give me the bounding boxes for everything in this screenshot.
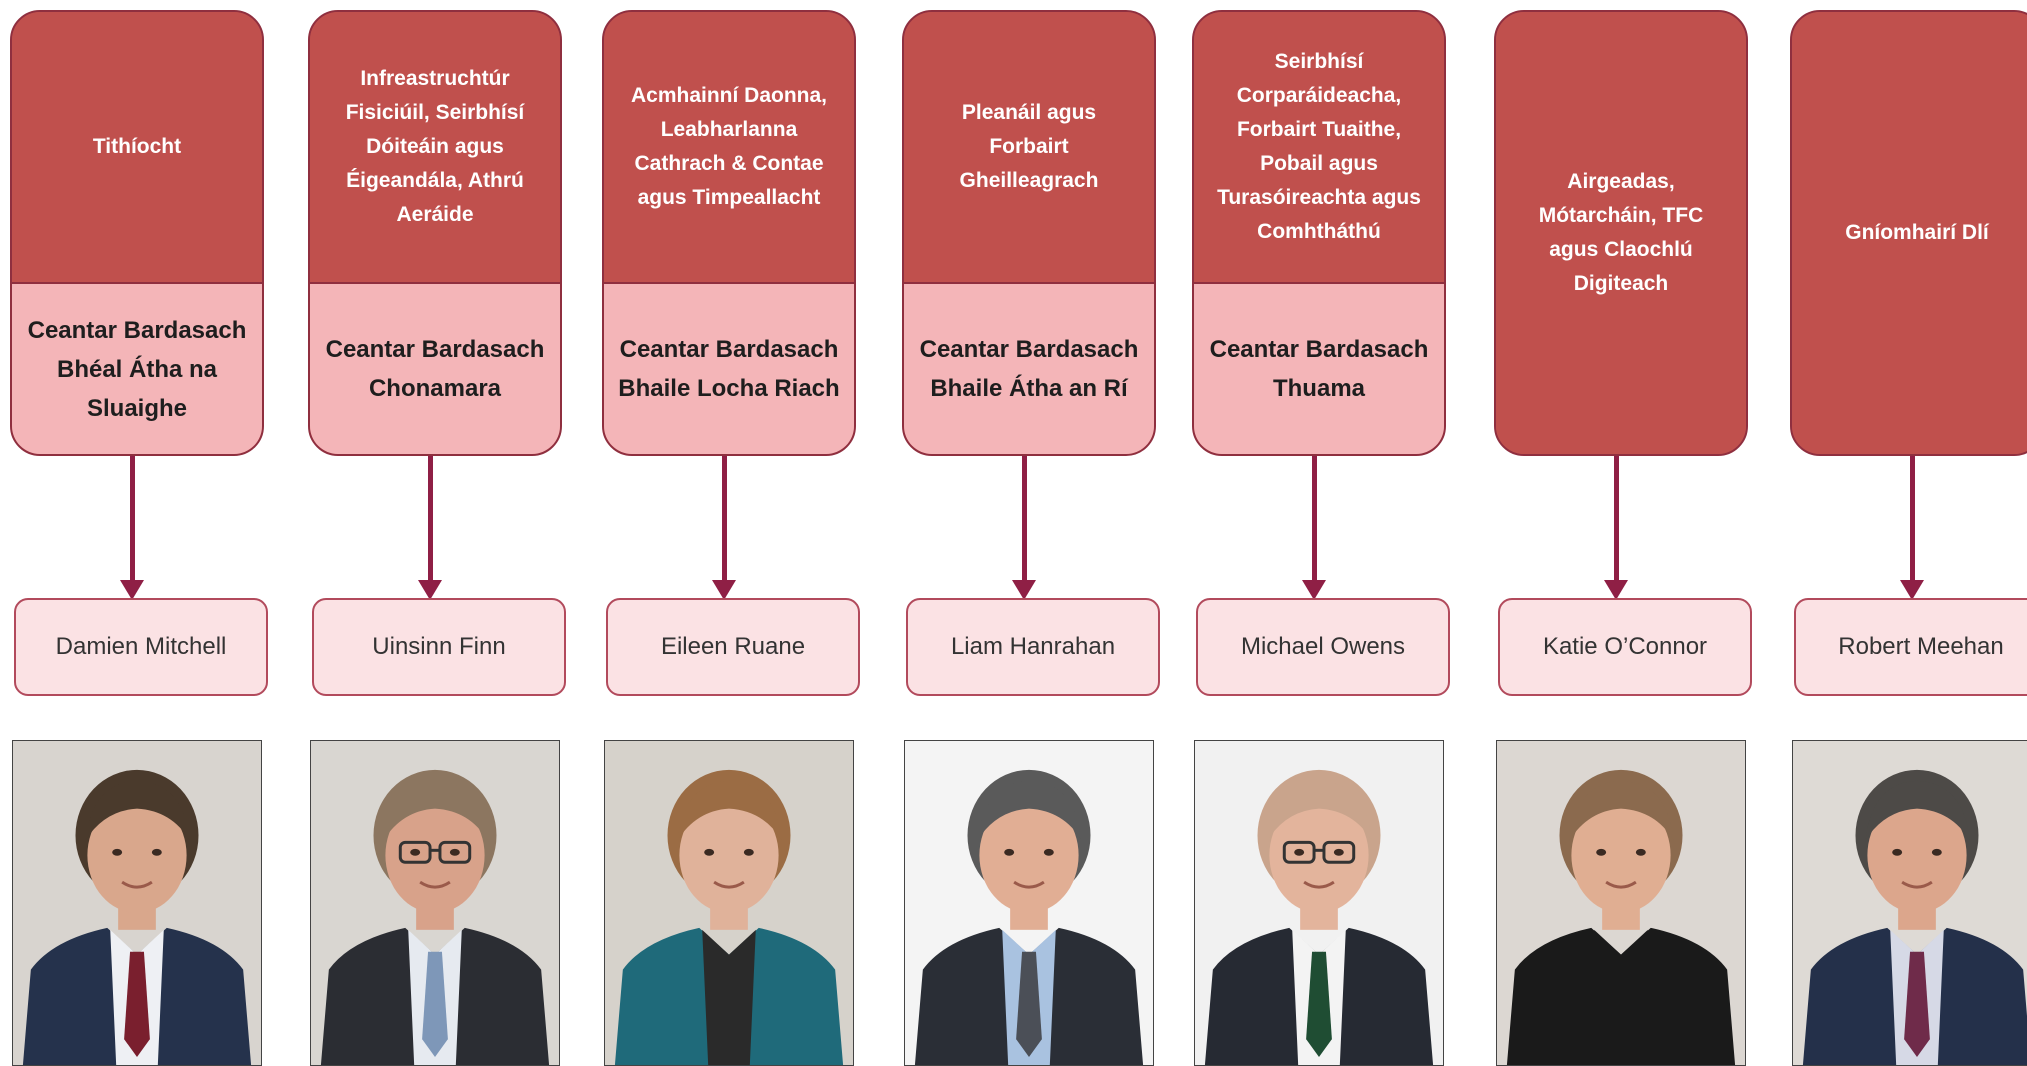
person-photo — [604, 740, 854, 1066]
department-label: Airgeadas, Mótarcháin, TFC agus Claochlú… — [1496, 12, 1746, 454]
person-photo — [1792, 740, 2027, 1066]
person-name: Liam Hanrahan — [906, 598, 1160, 696]
org-column: Acmhainní Daonna, Leabharlanna Cathrach … — [598, 0, 868, 1066]
person-name: Katie O’Connor — [1498, 598, 1752, 696]
person-name: Eileen Ruane — [606, 598, 860, 696]
person-name: Michael Owens — [1196, 598, 1450, 696]
department-label: Acmhainní Daonna, Leabharlanna Cathrach … — [604, 12, 854, 282]
municipal-district-label: Ceantar Bardasach Bhéal Átha na Sluaighe — [12, 282, 262, 454]
connector-line — [1312, 456, 1317, 586]
connector-line — [130, 456, 135, 586]
municipal-district-label: Ceantar Bardasach Bhaile Locha Riach — [604, 282, 854, 454]
portrait-illustration — [605, 741, 853, 1065]
arrow-down-icon — [1900, 580, 1924, 600]
person-name: Robert Meehan — [1794, 598, 2027, 696]
municipal-district-label: Ceantar Bardasach Bhaile Átha an Rí — [904, 282, 1154, 454]
role-card: Airgeadas, Mótarcháin, TFC agus Claochlú… — [1494, 10, 1748, 456]
connector-line — [428, 456, 433, 586]
role-card: Gníomhairí Dlí — [1790, 10, 2027, 456]
arrow-down-icon — [1604, 580, 1628, 600]
person-photo — [904, 740, 1154, 1066]
org-column: Infreastruchtúr Fisiciúil, Seirbhísí Dói… — [304, 0, 574, 1066]
portrait-illustration — [1497, 741, 1745, 1065]
portrait-illustration — [905, 741, 1153, 1065]
person-photo — [12, 740, 262, 1066]
person-photo — [1194, 740, 1444, 1066]
department-label: Tithíocht — [12, 12, 262, 282]
person-name: Uinsinn Finn — [312, 598, 566, 696]
portrait-illustration — [1793, 741, 2027, 1065]
connector-line — [722, 456, 727, 586]
person-photo — [1496, 740, 1746, 1066]
connector-line — [1910, 456, 1915, 586]
role-card: Seirbhísí Corparáideacha, Forbairt Tuait… — [1192, 10, 1446, 456]
person-photo — [310, 740, 560, 1066]
role-card: Infreastruchtúr Fisiciúil, Seirbhísí Dói… — [308, 10, 562, 456]
role-card: Acmhainní Daonna, Leabharlanna Cathrach … — [602, 10, 856, 456]
municipal-district-label: Ceantar Bardasach Thuama — [1194, 282, 1444, 454]
portrait-illustration — [311, 741, 559, 1065]
portrait-illustration — [13, 741, 261, 1065]
department-label: Infreastruchtúr Fisiciúil, Seirbhísí Dói… — [310, 12, 560, 282]
person-name: Damien Mitchell — [14, 598, 268, 696]
org-column: Seirbhísí Corparáideacha, Forbairt Tuait… — [1188, 0, 1458, 1066]
portrait-illustration — [1195, 741, 1443, 1065]
municipal-district-label: Ceantar Bardasach Chonamara — [310, 282, 560, 454]
arrow-down-icon — [1012, 580, 1036, 600]
arrow-down-icon — [418, 580, 442, 600]
department-label: Seirbhísí Corparáideacha, Forbairt Tuait… — [1194, 12, 1444, 282]
department-label: Pleanáil agus Forbairt Gheilleagrach — [904, 12, 1154, 282]
arrow-down-icon — [1302, 580, 1326, 600]
department-label: Gníomhairí Dlí — [1792, 12, 2027, 454]
arrow-down-icon — [120, 580, 144, 600]
connector-line — [1614, 456, 1619, 586]
connector-line — [1022, 456, 1027, 586]
org-column: Airgeadas, Mótarcháin, TFC agus Claochlú… — [1490, 0, 1760, 1066]
arrow-down-icon — [712, 580, 736, 600]
